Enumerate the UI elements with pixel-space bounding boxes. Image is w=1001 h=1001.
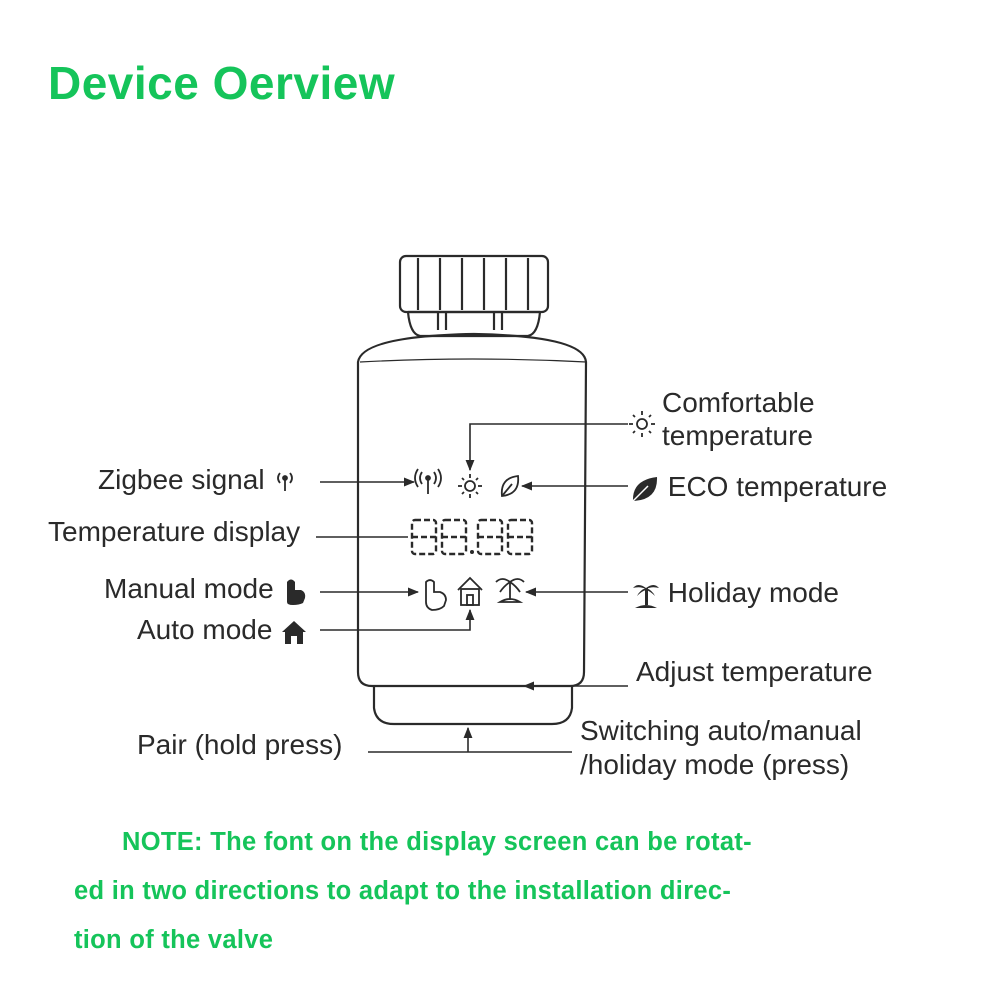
adjust-temperature-label: Adjust temperature xyxy=(636,656,873,687)
antenna-signal-icon xyxy=(414,468,442,494)
manual-mode-text: Manual mode xyxy=(104,573,274,604)
note-line-2: ed in two directions to adapt to the ins… xyxy=(74,877,732,905)
manual-mode-label: Manual mode xyxy=(104,573,307,606)
leaf-icon xyxy=(632,476,658,502)
house-icon xyxy=(457,576,483,606)
pair-label: Pair (hold press) xyxy=(137,729,343,760)
auto-mode-text: Auto mode xyxy=(137,614,273,645)
thermostat-body xyxy=(356,332,588,726)
zigbee-signal-label: Zigbee signal xyxy=(98,464,298,496)
hand-pointer-icon xyxy=(287,579,306,605)
auto-mode-label: Auto mode xyxy=(137,614,308,646)
note-line-3: tion of the valve xyxy=(74,926,274,954)
comfortable-line1: Comfortable xyxy=(662,387,815,418)
leaf-icon xyxy=(500,475,520,497)
comfort-leader xyxy=(465,423,628,472)
switching-line1: Switching auto/manual xyxy=(580,715,862,746)
note-line-1: NOTE: The font on the display screen can… xyxy=(122,828,752,856)
palm-tree-icon xyxy=(633,584,659,608)
eco-temperature-label: ECO temperature xyxy=(630,471,887,504)
antenna-signal-icon xyxy=(277,472,294,491)
temperature-display-label: Temperature display xyxy=(48,516,301,547)
eco-temperature-text: ECO temperature xyxy=(667,471,888,502)
switching-line2: /holiday mode (press) xyxy=(580,749,850,780)
sun-icon xyxy=(458,474,482,498)
house-icon xyxy=(282,620,307,644)
palm-tree-icon xyxy=(495,578,525,603)
comfortable-temperature-label: Comfortable temperature xyxy=(662,386,815,452)
valve-nut xyxy=(398,254,550,338)
page-title: Device Oerview xyxy=(48,57,396,109)
switching-mode-label: Switching auto/manual /holiday mode (pre… xyxy=(580,714,862,782)
hand-pointer-icon xyxy=(425,579,447,611)
rotation-note: NOTE: The font on the display screen can… xyxy=(74,818,914,965)
segment-display xyxy=(410,518,534,556)
holiday-mode-label: Holiday mode xyxy=(632,577,839,610)
holiday-mode-text: Holiday mode xyxy=(667,577,839,608)
zigbee-signal-text: Zigbee signal xyxy=(98,464,265,495)
comfortable-line2: temperature xyxy=(662,420,813,451)
auto-leader xyxy=(320,608,475,631)
